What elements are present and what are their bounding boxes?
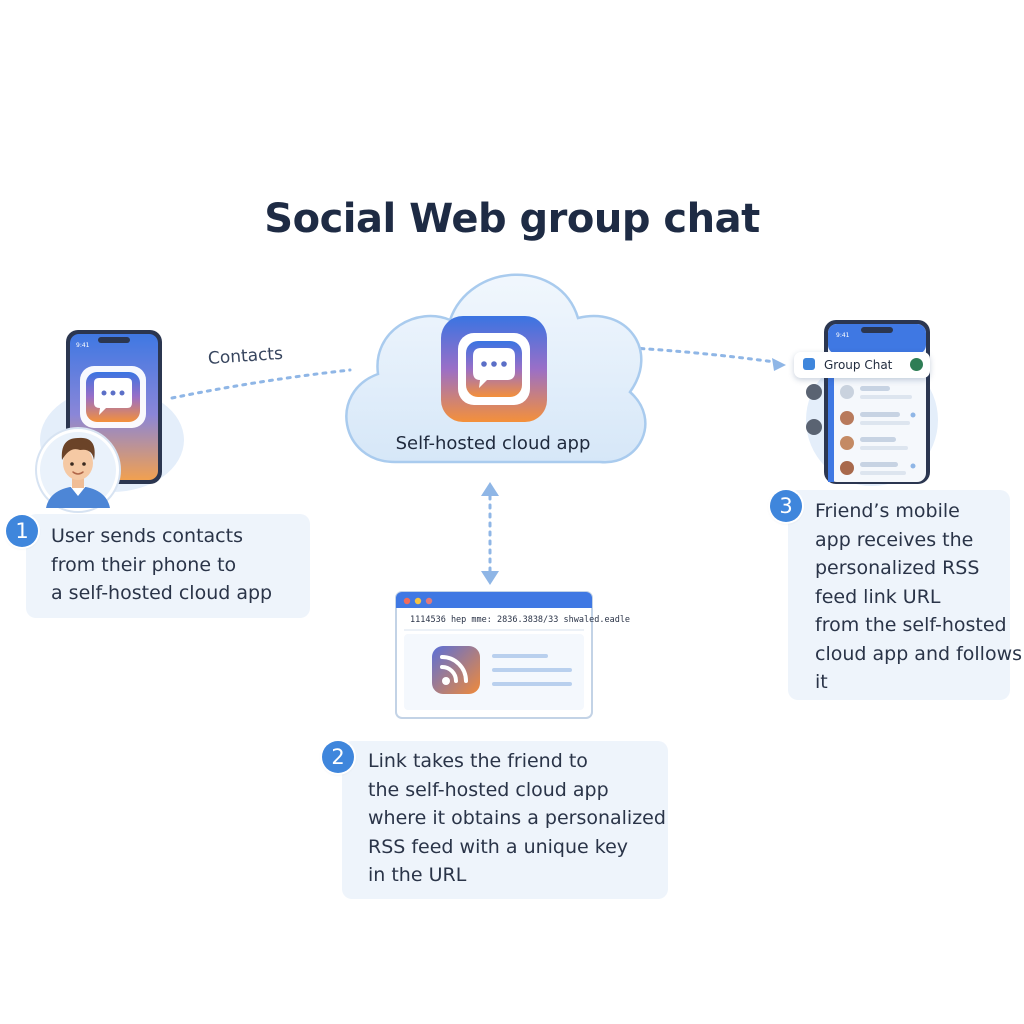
step-2-number: 2 (322, 741, 354, 773)
step-3-panel (788, 490, 1010, 700)
rss-icon (432, 646, 480, 694)
step-1-number: 1 (6, 515, 38, 547)
arrowhead-down (481, 571, 499, 585)
round-icon (806, 384, 822, 400)
chat-header-label: Group Chat (824, 358, 893, 372)
svg-text:9:41: 9:41 (836, 332, 850, 339)
contacts-connector (170, 368, 352, 400)
user-avatar (35, 427, 121, 513)
step-1-panel (26, 514, 310, 618)
svg-text:9:41: 9:41 (76, 342, 90, 349)
feed-url: 1114536 hep mme: 2836.3838/33 shwaled.ea… (410, 615, 631, 625)
chat-list-icon (803, 358, 815, 370)
step-2-text: Link takes the friend to the self-hosted… (368, 750, 666, 886)
step-1-text: User sends contacts from their phone to … (51, 525, 273, 604)
feed-lines (492, 654, 572, 686)
step-3-text: Friend’s mobile app receives the persona… (815, 500, 1023, 693)
step-2-panel (342, 741, 668, 899)
step-3-number: 3 (770, 490, 802, 522)
chat-list (806, 384, 916, 475)
cloud-app-icon (441, 316, 547, 422)
online-status-icon (910, 358, 923, 371)
arrowhead-up (481, 482, 499, 496)
cloud-to-friend-arrowhead (772, 358, 786, 371)
group-chat-header: Group Chat (794, 352, 930, 378)
cloud-app-label: Self-hosted cloud app (395, 433, 591, 454)
diagram-title: Social Web group chat (264, 196, 760, 242)
cloud-to-friend-connector (630, 346, 777, 364)
round-icon (806, 419, 822, 435)
friend-phone: 9:41 (824, 320, 930, 484)
